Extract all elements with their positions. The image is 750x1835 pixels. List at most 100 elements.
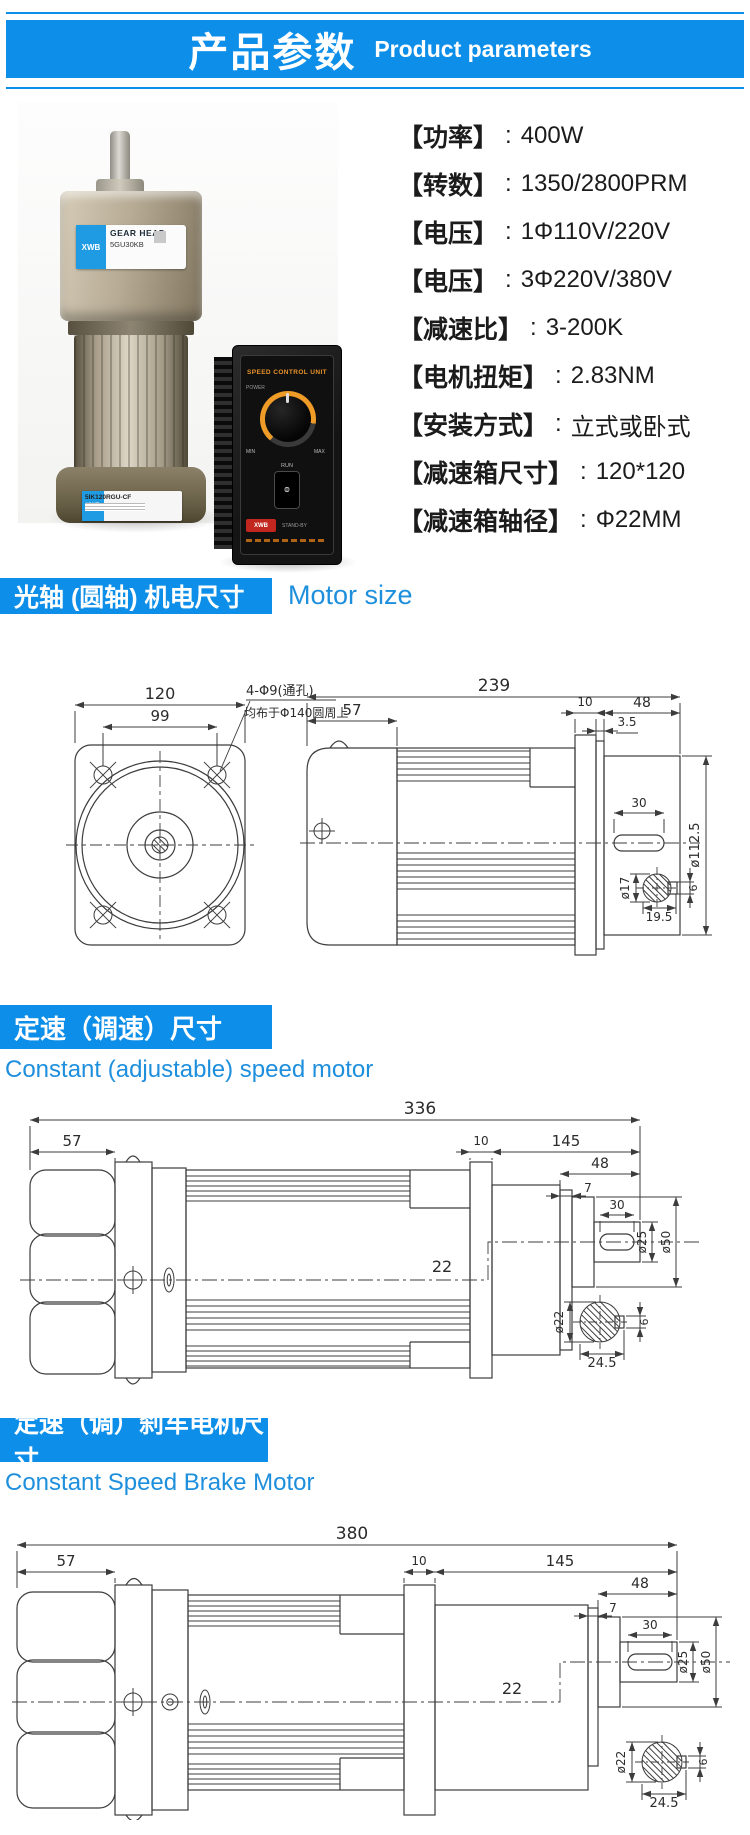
spec-row: 【安装方式】: 立式或卧式 <box>398 400 748 448</box>
hole-note-line2: 均布于Φ140圆周上 <box>244 706 348 720</box>
spec-separator: : <box>505 122 512 149</box>
knob-min-label: MIN <box>246 449 256 455</box>
spec-row: 【减速箱轴径】: Φ22MM <box>398 496 748 544</box>
switch-off-mark: O <box>284 486 290 494</box>
dim-label: 10 <box>411 1554 426 1568</box>
dim-label: 48 <box>631 1576 649 1592</box>
motor-nameplate: XWB 5IK120RGU-CF <box>82 491 182 521</box>
page-banner: 产品参数 Product parameters <box>6 20 744 78</box>
spec-value: 立式或卧式 <box>570 413 691 441</box>
detail-symbol <box>161 1693 179 1711</box>
gearhead-label-text: GEAR HEAD 5GU30KB <box>106 225 170 269</box>
shaft-section <box>573 1295 627 1349</box>
brand-badge: XWB <box>76 225 106 269</box>
run-label: RUN <box>281 463 293 469</box>
dim-label: 10 <box>473 1134 488 1148</box>
dim-label: 145 <box>552 1132 581 1150</box>
spec-separator: : <box>580 506 587 533</box>
detail-symbol <box>203 901 231 929</box>
side-view <box>306 732 681 956</box>
spec-label: 【电压】 <box>398 220 499 248</box>
side-view <box>16 1577 687 1820</box>
spec-row: 【电压】:3Φ220V/380V <box>398 256 748 304</box>
centerline <box>20 1241 700 1281</box>
spec-list: 【功率】:400W 【转数】:1350/2800PRM 【电压】:1Φ110V/… <box>398 112 748 544</box>
detail-symbol <box>163 1267 175 1293</box>
spec-value: 400W <box>520 122 584 149</box>
detail-symbol <box>89 901 117 929</box>
dim-label: 10 <box>577 695 592 709</box>
dim-label: 24.5 <box>588 1356 617 1371</box>
knob-max-label: MAX <box>314 449 325 455</box>
power-rocker-switch: I O <box>274 471 300 509</box>
dim-label: 336 <box>404 1099 436 1119</box>
speed-knob-cap <box>265 396 311 442</box>
dim-label: 57 <box>56 1552 75 1570</box>
motor-clamp-ring <box>68 321 194 335</box>
spec-label: 【转数】 <box>398 172 499 200</box>
spec-separator: : <box>530 314 537 341</box>
section-subtitle-adjustable-speed: Constant (adjustable) speed motor <box>5 1056 374 1083</box>
qr-code-icon <box>153 231 166 243</box>
controller-title: SPEED CONTROL UNIT <box>246 369 328 376</box>
dim-label: 48 <box>591 1156 609 1172</box>
gearhead-label: XWB GEAR HEAD 5GU30KB <box>76 225 186 269</box>
top-divider <box>6 12 744 14</box>
speed-knob <box>260 391 316 447</box>
spec-value: Φ22MM <box>595 506 682 533</box>
section-subtitle-motor-size: Motor size <box>288 580 413 610</box>
dim-label: 57 <box>62 1132 81 1150</box>
motor-body <box>74 335 188 471</box>
dim-label: 6 <box>687 885 700 892</box>
centerline <box>12 1661 730 1703</box>
dim-label: 30 <box>609 1198 624 1212</box>
dim-label: 145 <box>546 1552 575 1570</box>
dim-label: 30 <box>631 796 646 810</box>
nameplate-model: 5IK120RGU-CF <box>85 494 132 501</box>
spec-value: 3-200K <box>545 314 624 341</box>
spec-value: 2.83NM <box>570 362 655 389</box>
motor-output-shaft <box>110 131 130 183</box>
spec-row: 【电压】:1Φ110V/220V <box>398 208 748 256</box>
spec-value: 3Φ220V/380V <box>520 266 672 293</box>
spec-separator: : <box>555 362 562 389</box>
gearhead-label-title: GEAR HEAD <box>110 228 166 238</box>
hole-note: 4-Φ9(通孔) 均布于Φ140圆周上 <box>244 684 348 720</box>
side-view <box>29 1155 641 1385</box>
front-view <box>66 744 254 946</box>
detail-symbol <box>119 1688 147 1716</box>
spec-separator: : <box>555 410 562 437</box>
dim-label: 24.5 <box>650 1796 679 1811</box>
dim-label: 22 <box>432 1257 452 1276</box>
spec-label: 【减速比】 <box>398 316 524 344</box>
dim-label: 48 <box>633 695 651 711</box>
spec-label: 【电压】 <box>398 268 499 296</box>
spec-label: 【功率】 <box>398 124 499 152</box>
spec-label: 【减速箱轴径】 <box>398 508 574 536</box>
section-subtitle-brake-motor: Constant Speed Brake Motor <box>5 1469 315 1496</box>
product-photo: XWB GEAR HEAD 5GU30KB XWB 5IK120RGU-CF S… <box>18 103 358 573</box>
dim-label: 19.5 <box>646 910 673 924</box>
dim-label: 6 <box>697 1759 710 1766</box>
cooling-fins <box>188 1723 404 1755</box>
shaft-section <box>636 867 678 909</box>
dim-label: 239 <box>478 676 510 696</box>
cooling-fins <box>186 1175 410 1202</box>
section-header-adjustable-speed: 定速（调速）尺寸 <box>0 1005 272 1049</box>
spec-separator: : <box>505 170 512 197</box>
spec-value: 1350/2800PRM <box>520 170 688 197</box>
spec-label: 【安装方式】 <box>398 412 549 440</box>
controller-power-label: POWER <box>246 385 265 391</box>
spec-separator: : <box>505 218 512 245</box>
detail-symbol <box>119 1266 147 1294</box>
knob-pointer <box>286 393 289 403</box>
dim-label: 380 <box>336 1524 368 1544</box>
dim-label: 7 <box>609 1601 617 1615</box>
dim-label: 57 <box>342 701 361 719</box>
cooling-fins <box>188 1763 340 1785</box>
